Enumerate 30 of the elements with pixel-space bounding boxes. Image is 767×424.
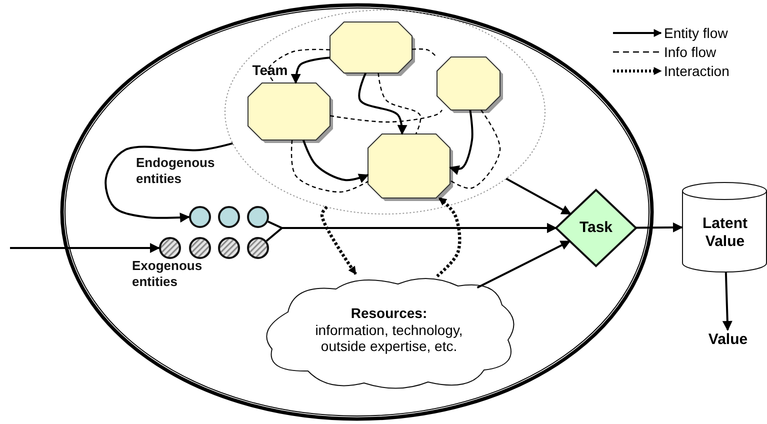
- entity-flow-arrow: [290, 56, 330, 84]
- legend-text: Entity flow: [664, 25, 728, 41]
- legend-text: Interaction: [664, 63, 730, 79]
- entity-flow-arrow: [476, 240, 571, 289]
- resources-heading: Resources:: [350, 304, 428, 322]
- entity-flow-arrow: [506, 178, 572, 215]
- entity-flow-arrow: [636, 222, 683, 232]
- info-flow-line: [267, 48, 330, 84]
- entity-flow-arrow: [266, 223, 557, 242]
- task-label: Task: [579, 219, 613, 237]
- info-flow-line: [290, 140, 368, 193]
- info-flow-line: [412, 48, 438, 58]
- entity-group-label: Endogenous entities: [136, 155, 216, 187]
- entity-flow-arrow: [10, 243, 160, 253]
- info-flow-line: [378, 72, 422, 134]
- latent-value-label: Latent Value: [702, 215, 748, 251]
- info-flow-line: [330, 110, 442, 123]
- entity-flow-arrow: [358, 72, 408, 135]
- info-flow-line: [450, 110, 501, 189]
- interaction-arrow: [320, 206, 358, 275]
- entity-flow-arrow: [104, 142, 233, 223]
- entity-flow-arrow: [302, 140, 369, 183]
- resources-description: information, technology, outside expertise, etc.: [314, 322, 464, 356]
- interaction-arrow: [436, 196, 462, 278]
- entity-group-label: Exogenous entities: [132, 258, 204, 290]
- team-label: Team: [252, 62, 288, 78]
- value-label: Value: [708, 331, 748, 349]
- entity-flow-arrow: [449, 110, 474, 175]
- entity-flow-arrow: [722, 272, 732, 331]
- legend-text: Info flow: [664, 44, 716, 60]
